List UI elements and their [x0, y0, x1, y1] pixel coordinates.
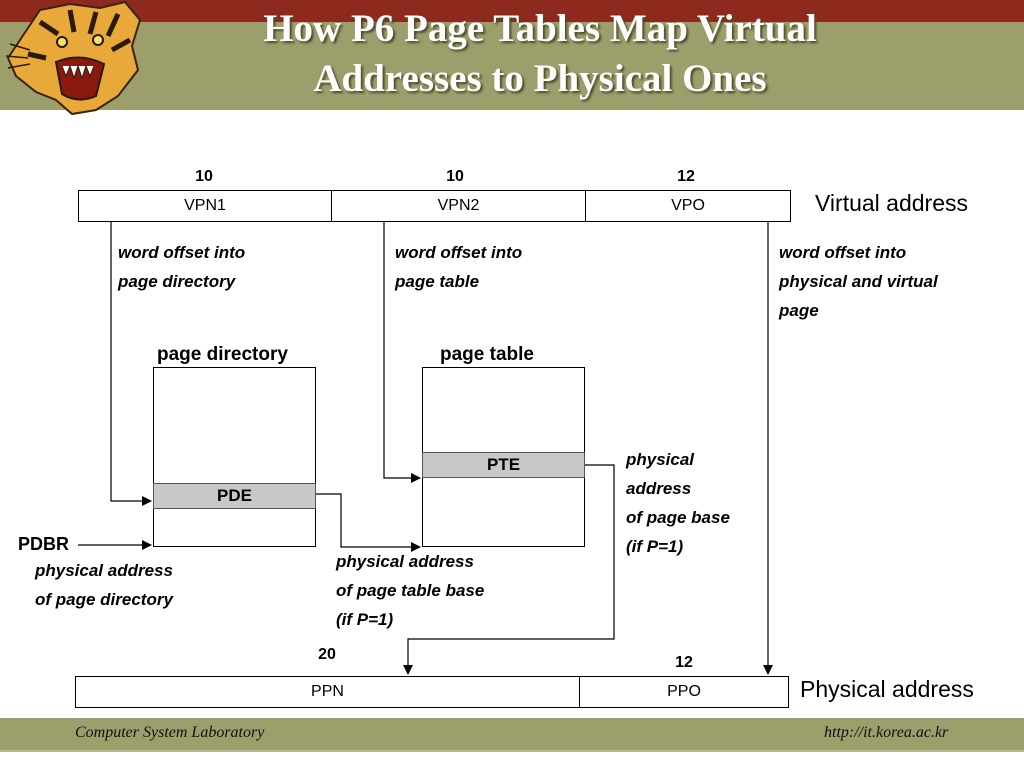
vpn2-note: word offset into page table [395, 243, 523, 291]
vpo-field: VPO [585, 191, 790, 221]
physical-address-box: PPN PPO [75, 676, 789, 708]
vpn2-field: VPN2 [331, 191, 585, 221]
page-table-label: page table [440, 344, 534, 365]
footer-divider [0, 750, 1024, 752]
vpn1-note: word offset into page directory [118, 243, 246, 291]
vpn1-to-pde-arrow [110, 222, 152, 506]
tiger-logo-icon [5, 0, 142, 116]
vpn2-bits: 10 [446, 168, 464, 185]
ppn-bits: 20 [318, 646, 336, 663]
title-bar-accent [0, 0, 1024, 22]
vpo-bits: 12 [677, 168, 695, 185]
page-directory-label: page directory [157, 344, 288, 365]
pde-entry: PDE [153, 483, 316, 509]
virtual-address-box: VPN1 VPN2 VPO [78, 190, 791, 222]
title-line-1: How P6 Page Tables Map Virtual [263, 7, 817, 50]
title-line-2: Addresses to Physical Ones [313, 57, 767, 100]
vpn2-to-pte-arrow [383, 222, 421, 483]
footer-bar [0, 718, 1024, 750]
pdbr-label: PDBR [18, 534, 70, 554]
vpn1-bits: 10 [195, 168, 213, 185]
pde-to-page-table-arrow [316, 493, 421, 552]
pte-entry: PTE [422, 452, 585, 478]
page-table-base-note: physical address of page table base (if … [336, 552, 485, 629]
physical-address-label: Physical address [800, 676, 974, 702]
footer-url: http://it.korea.ac.kr [824, 724, 949, 741]
ppo-field: PPO [579, 677, 788, 707]
page-base-note: physical address of page base (if P=1) [626, 450, 730, 556]
page-directory-box [153, 367, 316, 547]
slide-title: How P6 Page Tables Map Virtual Addresses… [150, 4, 930, 104]
virtual-address-label: Virtual address [815, 190, 968, 216]
page-directory-address-note: physical address of page directory [35, 561, 173, 609]
title-banner [0, 22, 1024, 110]
vpn1-field: VPN1 [184, 197, 226, 214]
pte-to-ppn-arrow [403, 464, 615, 675]
ppo-bits: 12 [675, 654, 693, 671]
vpo-note: word offset into physical and virtual pa… [779, 243, 938, 320]
ppn-field: PPN [311, 683, 344, 700]
footer-lab-name: Computer System Laboratory [75, 724, 265, 741]
